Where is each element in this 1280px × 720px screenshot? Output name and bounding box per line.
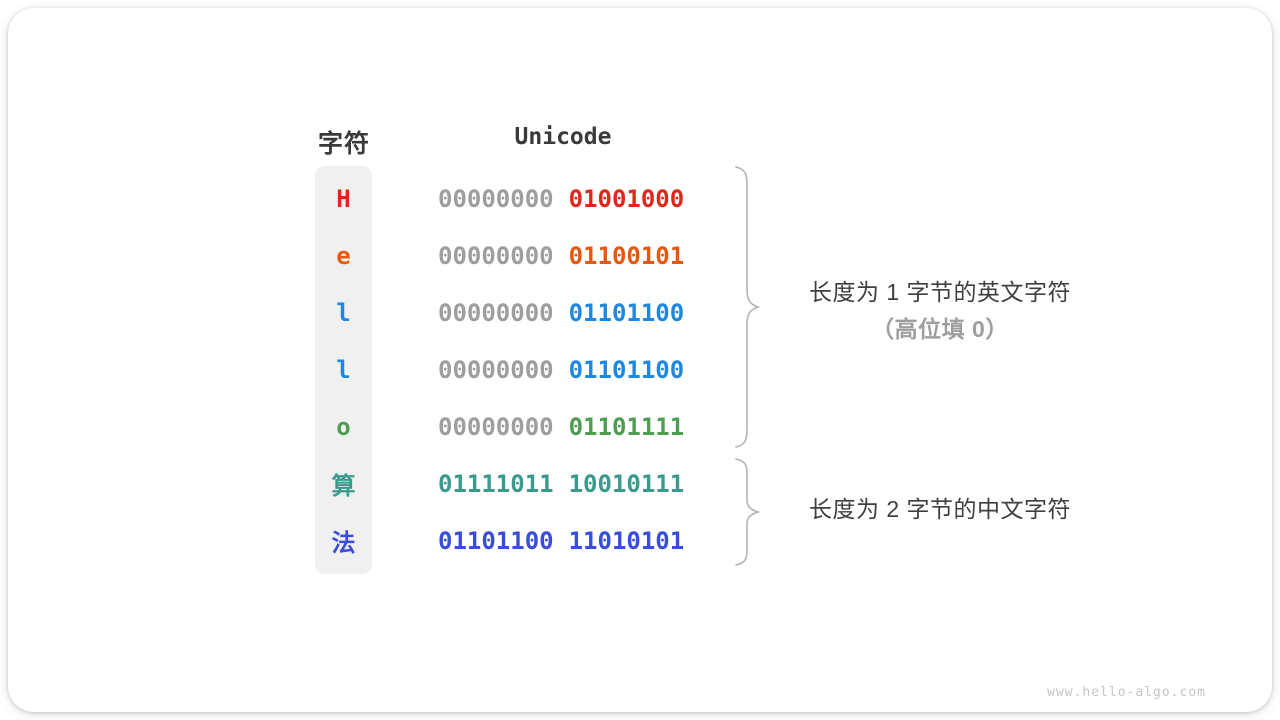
character-cell: H — [336, 184, 351, 213]
byte-high: 00000000 — [438, 355, 554, 384]
curly-brace-icon — [735, 458, 761, 566]
column-header-character: 字符 — [317, 130, 370, 158]
table-row: H 00000000 01001000 — [8, 170, 1280, 227]
character-cell: l — [336, 355, 351, 384]
figure-card: 字符 Unicode H 00000000 01001000 e 00000000 011… — [8, 8, 1272, 712]
binary-encoding: 01101100 11010101 — [438, 527, 684, 555]
character-column-background — [315, 166, 372, 574]
curly-brace-icon — [735, 166, 761, 448]
byte-low: 11010101 — [568, 526, 685, 555]
character-cell: 法 — [331, 529, 356, 557]
table-row: 法 01101100 11010101 — [8, 512, 1280, 569]
column-header-unicode: Unicode — [514, 124, 612, 150]
byte-low: 01101111 — [568, 412, 685, 441]
byte-high: 00000000 — [438, 412, 554, 441]
table-row: o 00000000 01101111 — [8, 398, 1280, 455]
binary-encoding: 00000000 01100101 — [438, 242, 684, 270]
watermark-url: www.hello-algo.com — [1047, 685, 1206, 700]
binary-encoding: 00000000 01001000 — [438, 185, 684, 213]
curly-brace-english-group — [732, 166, 762, 448]
byte-low: 01100101 — [568, 241, 685, 270]
byte-high: 00000000 — [438, 298, 554, 327]
table-row: l 00000000 01101100 — [8, 284, 1280, 341]
character-cell: 算 — [331, 472, 356, 500]
character-cell: e — [336, 241, 351, 270]
byte-high: 00000000 — [438, 241, 554, 270]
curly-brace-chinese-group — [732, 458, 762, 566]
byte-low: 01001000 — [568, 184, 685, 213]
character-cell: l — [336, 298, 351, 327]
binary-encoding: 00000000 01101100 — [438, 356, 684, 384]
table-row: l 00000000 01101100 — [8, 341, 1280, 398]
byte-low: 01101100 — [568, 298, 685, 327]
character-cell: o — [336, 412, 351, 441]
binary-encoding: 00000000 01101100 — [438, 299, 684, 327]
annotation-chinese-chars: 长度为 2 字节的中文字符 — [808, 496, 1072, 522]
byte-high: 01111011 — [438, 469, 554, 498]
table-row: e 00000000 01100101 — [8, 227, 1280, 284]
byte-low: 10010111 — [568, 469, 685, 498]
annotation-english-line2: （高位填 0） — [871, 316, 1009, 342]
byte-high: 01101100 — [438, 526, 554, 555]
annotation-english-line1: 长度为 1 字节的英文字符 — [808, 279, 1072, 305]
byte-low: 01101100 — [568, 355, 685, 384]
byte-high: 00000000 — [438, 184, 554, 213]
unicode-table-rows: H 00000000 01001000 e 00000000 01100101 l 00000… — [8, 170, 1280, 569]
binary-encoding: 01111011 10010111 — [438, 470, 684, 498]
annotation-english-chars: 长度为 1 字节的英文字符 （高位填 0） — [768, 275, 1112, 349]
table-row: 算 01111011 10010111 — [8, 455, 1280, 512]
binary-encoding: 00000000 01101111 — [438, 413, 684, 441]
